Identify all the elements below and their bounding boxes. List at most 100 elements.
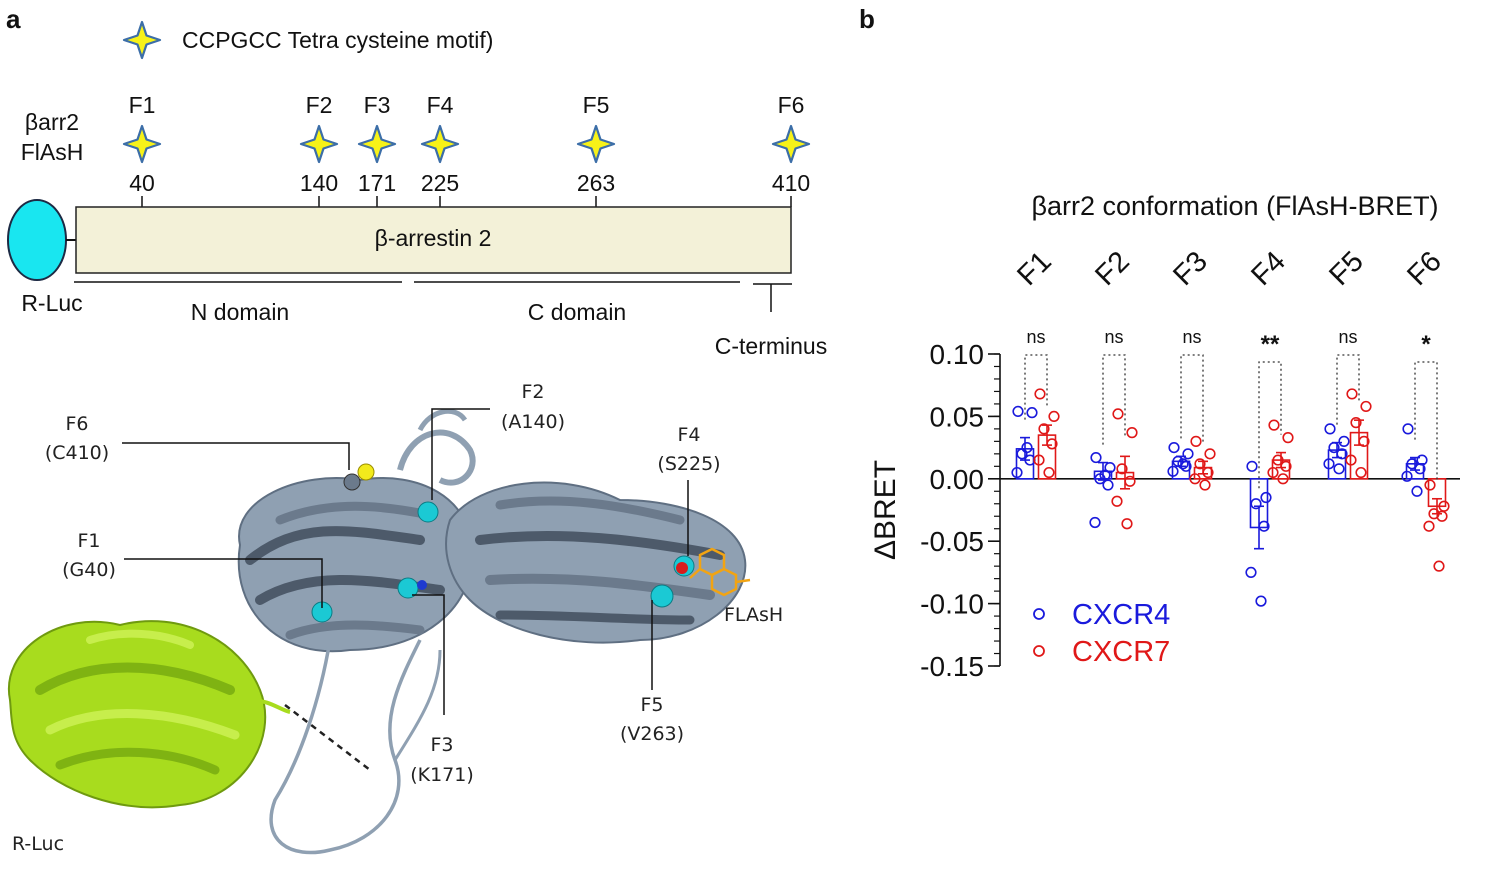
data-point-cxcr4 <box>1260 491 1272 504</box>
data-point-cxcr7 <box>1111 495 1123 507</box>
data-point-cxcr4 <box>1333 463 1345 475</box>
category-label-f4: F4 <box>1245 245 1292 292</box>
site-position-f3: 171 <box>358 170 396 196</box>
significance-label: ns <box>1026 327 1045 347</box>
legend-text: CCPGCC Tetra cysteine motif) <box>182 27 493 53</box>
legend-cxcr4-marker <box>1033 608 1045 620</box>
construct-label-line1: βarr2 <box>25 109 79 135</box>
data-point-cxcr4 <box>1089 516 1101 529</box>
n-domain-label: N domain <box>191 299 289 325</box>
data-point-cxcr4 <box>1338 435 1350 447</box>
callout-f3-residue: (K171) <box>410 764 474 786</box>
site-star-icon <box>576 124 616 164</box>
data-point-cxcr4 <box>1401 470 1413 482</box>
arrestin-structure <box>237 408 751 855</box>
data-point-cxcr4 <box>1168 442 1180 454</box>
significance-label: * <box>1421 331 1431 358</box>
site-name-f1: F1 <box>129 92 156 118</box>
category-label-f1: F1 <box>1011 245 1058 292</box>
data-point-cxcr7 <box>1433 560 1445 572</box>
data-point-cxcr7 <box>1428 508 1440 520</box>
category-label-f5: F5 <box>1323 245 1370 292</box>
significance-label: ns <box>1104 327 1123 347</box>
data-point-cxcr4 <box>1246 460 1258 472</box>
site-position-f4: 225 <box>421 170 459 196</box>
data-point-cxcr4 <box>1324 423 1336 435</box>
data-point-cxcr7 <box>1360 400 1372 413</box>
significance-bracket <box>1102 354 1126 445</box>
y-tick-label: 0.10 <box>930 339 985 370</box>
data-point-cxcr7 <box>1034 388 1046 400</box>
legend-cxcr7-marker <box>1033 645 1045 657</box>
data-point-cxcr4 <box>1167 465 1179 477</box>
chart-title: βarr2 conformation (FlAsH-BRET) <box>1031 191 1438 221</box>
site-name-f2: F2 <box>306 92 333 118</box>
protein-label: β-arrestin 2 <box>375 225 492 251</box>
bret-chart: 0.100.050.00-0.05-0.10-0.15F1nsF2nsF3nsF… <box>920 245 1460 682</box>
rluc-ellipse <box>7 199 67 281</box>
construct-label-line2: FlAsH <box>21 139 84 165</box>
data-point-cxcr7 <box>1038 423 1050 435</box>
data-point-cxcr7 <box>1355 466 1367 479</box>
site-position-f6: 410 <box>772 170 810 196</box>
data-point-cxcr4 <box>1245 566 1257 579</box>
data-point-cxcr7 <box>1202 466 1214 479</box>
callout-f1-residue: (G40) <box>62 559 116 581</box>
callout-f3-name: F3 <box>430 734 453 756</box>
category-label-f3: F3 <box>1167 245 1214 292</box>
site-star-icon <box>771 124 811 164</box>
data-point-cxcr7 <box>1282 432 1294 444</box>
significance-label: ** <box>1261 331 1280 358</box>
site-name-f6: F6 <box>778 92 805 118</box>
data-point-cxcr7 <box>1345 454 1357 466</box>
y-tick-label: -0.15 <box>920 651 984 682</box>
callout-f2-residue: (A140) <box>501 411 565 433</box>
callout-f5-name: F5 <box>640 694 663 716</box>
data-point-cxcr4 <box>1021 442 1033 454</box>
data-point-cxcr4 <box>1414 463 1426 475</box>
data-point-cxcr7 <box>1190 435 1202 447</box>
site-position-f5: 263 <box>577 170 615 196</box>
legend-cxcr4-label: CXCR4 <box>1072 599 1170 631</box>
significance-label: ns <box>1338 327 1357 347</box>
data-point-cxcr7 <box>1346 388 1358 400</box>
data-point-cxcr7 <box>1204 448 1216 460</box>
flash-label: FLAsH <box>724 604 783 626</box>
panel-b-label: b <box>859 4 875 34</box>
callout-f4-residue: (S225) <box>657 453 720 475</box>
data-point-cxcr7 <box>1350 417 1362 429</box>
category-label-f2: F2 <box>1089 245 1136 292</box>
site-star-icon <box>357 124 397 164</box>
data-point-cxcr7 <box>1124 475 1136 487</box>
legend-star-icon <box>122 20 162 60</box>
site-name-f5: F5 <box>583 92 610 118</box>
significance-label: ns <box>1182 327 1201 347</box>
site-name-f4: F4 <box>427 92 454 118</box>
data-point-cxcr4 <box>1026 407 1038 419</box>
data-point-cxcr4 <box>1336 448 1348 460</box>
data-point-cxcr4 <box>1411 485 1423 497</box>
callout-f2-name: F2 <box>521 381 544 403</box>
data-point-cxcr4 <box>1328 442 1340 454</box>
data-point-cxcr7 <box>1046 438 1058 450</box>
data-point-cxcr7 <box>1126 427 1138 439</box>
callout-f6-name: F6 <box>65 413 88 435</box>
data-point-cxcr7 <box>1048 410 1060 423</box>
data-point-cxcr4 <box>1104 461 1116 474</box>
site-position-f2: 140 <box>300 170 338 196</box>
site-star-icon <box>420 124 460 164</box>
significance-bracket <box>1336 354 1360 425</box>
y-tick-label: 0.00 <box>930 464 985 495</box>
panel-b: b βarr2 conformation (FlAsH-BRET) ΔBRET … <box>859 4 1460 682</box>
data-point-cxcr7 <box>1277 473 1289 485</box>
data-point-cxcr7 <box>1436 510 1448 522</box>
callout-f1-name: F1 <box>77 530 100 552</box>
y-tick-label: -0.10 <box>920 589 984 620</box>
data-point-cxcr4 <box>1180 460 1192 472</box>
y-tick-label: 0.05 <box>930 401 985 432</box>
data-point-cxcr4 <box>1011 466 1023 479</box>
significance-bracket <box>1024 354 1048 420</box>
data-point-cxcr4 <box>1182 448 1194 460</box>
